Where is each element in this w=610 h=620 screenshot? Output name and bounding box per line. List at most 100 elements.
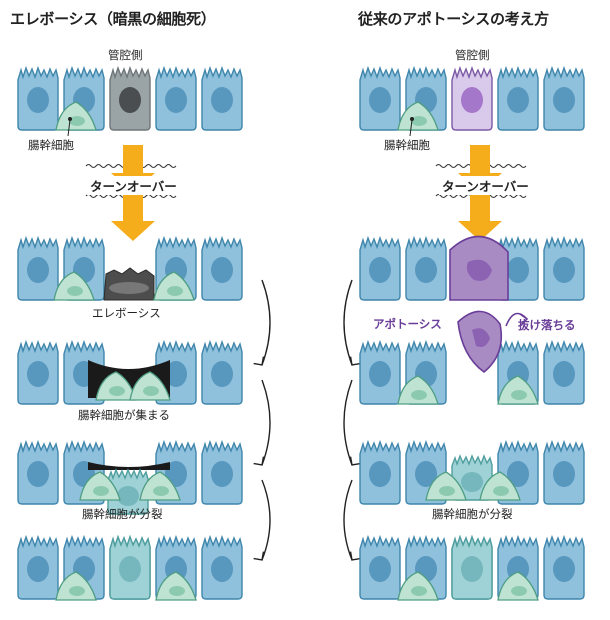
left-stem-gather-2 [129,371,171,401]
epithelial-cell [201,341,243,405]
left-stem-gather-label: 腸幹細胞が集まる [78,408,170,422]
nucleus [415,461,437,487]
nucleus [507,461,529,487]
epithelial-cell [17,237,59,301]
extrude-arrow-head [519,313,529,326]
epithelial-cell [155,341,197,405]
stem-pointer [67,119,71,137]
stem-nucleus [167,286,183,296]
stem-nucleus [69,116,85,126]
nucleus [27,556,49,582]
nucleus [553,461,575,487]
left-row-gather [17,341,243,405]
nucleus [165,87,187,113]
stem-nucleus [93,486,109,496]
left-stem-cell-2 [53,271,95,301]
nucleus [507,87,529,113]
left-stem-restored [55,571,97,601]
right-stem-pointer [409,119,413,137]
nucleus [165,361,187,387]
left-curve-arrow-1 [261,279,271,366]
right-stem-cell-2 [397,375,439,405]
apoptosis-label: アポトーシス [373,317,442,331]
epithelial-cell [359,536,401,600]
left-row-initial [17,67,243,131]
right-stem-divide-1 [425,471,467,501]
extrude-label: 抜け落ちる [518,318,576,332]
epithelial-cell [17,536,59,600]
nucleus [553,361,575,387]
right-new-cell [451,536,493,600]
right-stem-divide-2 [479,471,521,501]
right-row-apoptosis [359,237,585,301]
stem-pointer-dot [68,117,72,121]
nucleus [27,257,49,283]
nucleus [369,461,391,487]
right-curve-arrow-3 [343,479,353,561]
erebosis-cell [109,67,151,131]
nucleus [553,87,575,113]
nucleus [27,361,49,387]
nucleus [211,556,233,582]
right-stem-cell-label: 腸幹細胞 [384,138,430,152]
epithelial-cell [359,67,401,131]
epithelial-cell [359,341,401,405]
stem-nucleus [169,586,185,596]
nucleus [461,556,483,582]
epithelial-cell [155,67,197,131]
right-stem-pointer-dot [410,117,414,121]
right-curve-arrow-2 [343,379,353,466]
epithelial-cell [201,237,243,301]
nucleus [211,461,233,487]
right-curve-arrow-1 [343,279,353,366]
stem-nucleus [67,286,83,296]
new-cell [109,536,151,600]
nucleus [415,257,437,283]
epithelial-cell [543,341,585,405]
stem-nucleus [411,116,427,126]
left-stem-cell-label: 腸幹細胞 [28,138,74,152]
epithelial-cell [17,341,59,405]
apoptotic-nucleus [466,259,492,281]
right-lumen-label: 管腔側 [455,48,490,62]
right-dividing-cell [451,455,493,501]
nucleus [211,87,233,113]
left-stem-divide-2 [139,471,181,501]
epithelial-cell [201,536,243,600]
nucleus [369,257,391,283]
epithelial-cell [543,67,585,131]
right-turnover-label: ターンオーバー [439,176,532,195]
black-gap-small [88,462,170,470]
stem-nucleus [493,486,509,496]
epithelial-cell [497,441,539,505]
left-stem-cell-3 [153,271,195,301]
left-stem-divide-1 [79,471,121,501]
left-curve-arrow-2 [261,379,271,466]
nucleus [211,361,233,387]
nucleus [369,556,391,582]
nucleus [211,257,233,283]
left-curve-arrow-3-head [253,551,265,561]
nucleus [369,87,391,113]
epithelial-cell [543,536,585,600]
right-curve-arrow-3-head [349,551,361,561]
right-stem-cell-3 [497,375,539,405]
stem-nucleus [153,486,169,496]
nucleus [369,361,391,387]
left-stem-restored-2 [155,571,197,601]
nucleus [461,87,483,113]
nucleus [117,486,139,506]
left-stem-divide-label: 腸幹細胞が分裂 [82,507,163,521]
stem-nucleus [511,586,527,596]
right-panel-title: 従来のアポトーシスの考え方 [358,10,549,28]
right-stem-divide-label: 腸幹細胞が分裂 [432,507,513,521]
left-panel-title: エレボーシス（暗黒の細胞死） [10,10,216,28]
stem-nucleus [439,486,455,496]
epithelial-cell [543,441,585,505]
nucleus [461,472,483,492]
stem-nucleus [69,586,85,596]
right-curve-arrow-2-head [349,456,361,466]
left-curve-arrow-1-head [253,356,265,366]
right-stem-restored-2 [497,571,539,601]
